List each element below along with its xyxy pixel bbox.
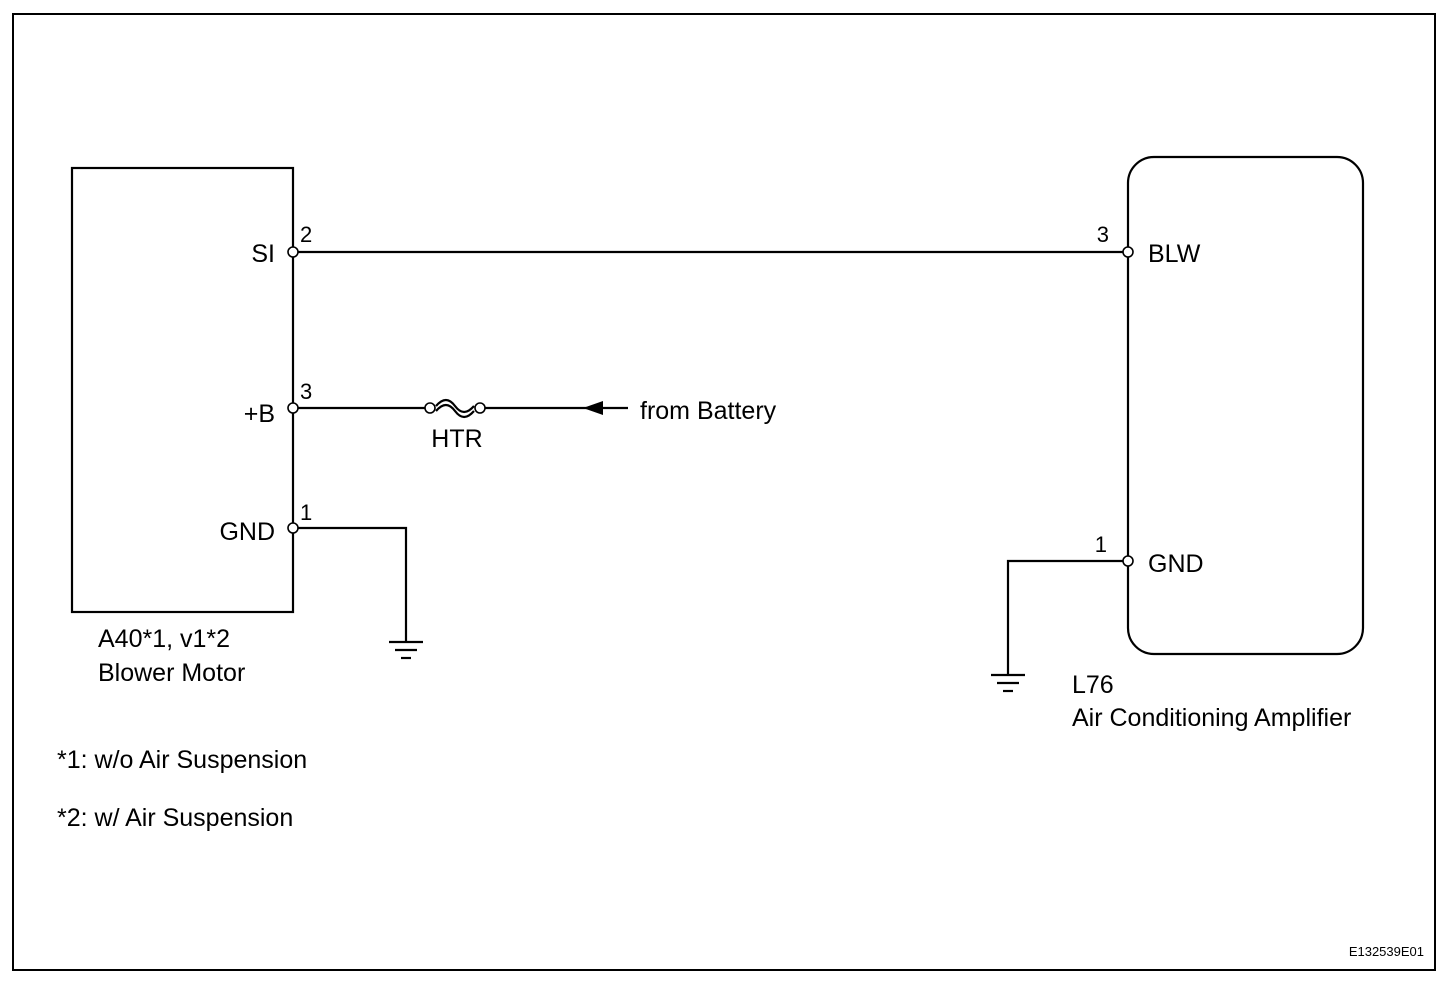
blower-motor-code: A40*1, v1*2 [98,625,230,653]
pin-label-blower-gnd: GND [219,518,275,546]
amplifier-box [1126,155,1365,656]
diagram-frame [12,13,1436,971]
terminal-amplifier-gnd [1122,555,1134,567]
amplifier-name: Air Conditioning Amplifier [1072,704,1351,732]
pin-label-b: +B [244,400,275,428]
pin-label-si: SI [251,240,275,268]
figure-id: E132539E01 [1349,944,1424,959]
pin-number-blower-gnd: 1 [300,500,312,525]
fuse-label: HTR [431,425,482,453]
blower-ground-icon [389,640,423,660]
fuse-icon [424,398,486,419]
terminal-blw [1122,246,1134,258]
battery-arrow-icon [583,401,603,415]
terminal-b [287,402,299,414]
amplifier-ground-icon [991,673,1025,693]
supply-label: from Battery [640,397,777,425]
amplifier-gnd-wire [1006,559,1123,675]
blower-motor-name: Blower Motor [98,659,245,687]
note-2: *2: w/ Air Suspension [57,804,293,832]
pin-number-blw: 3 [1097,222,1109,247]
amplifier-code: L76 [1072,671,1114,699]
pin-number-si: 2 [300,222,312,247]
pin-number-amplifier-gnd: 1 [1095,532,1107,557]
pin-label-amplifier-gnd: GND [1148,550,1204,578]
pin-number-b: 3 [300,379,312,404]
blower-gnd-wire [298,526,408,642]
pin-label-blw: BLW [1148,240,1201,268]
blower-motor-box [70,166,295,614]
terminal-si [287,246,299,258]
note-1: *1: w/o Air Suspension [57,746,307,774]
terminal-blower-gnd [287,522,299,534]
